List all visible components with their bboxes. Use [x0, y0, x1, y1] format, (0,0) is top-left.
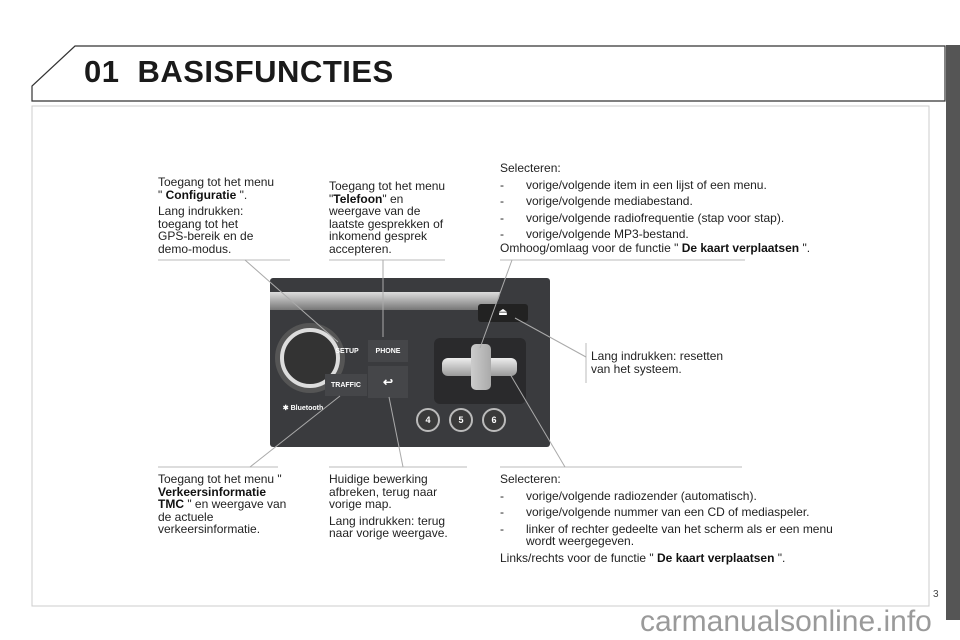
phone-button: PHONE — [368, 340, 408, 362]
chapter-title: BASISFUNCTIES — [137, 54, 394, 89]
preset-6: 6 — [482, 408, 506, 432]
setup-button: SETUP — [335, 347, 359, 355]
eject-icon: ⏏ — [478, 304, 528, 322]
back-icon: ↩ — [368, 366, 408, 398]
chapter-number: 01 — [84, 54, 120, 89]
callout-left-right: Selecteren: -vorige/volgende radiozender… — [500, 472, 833, 565]
callout-phone: Toegang tot het menu "Telefoon" en weerg… — [329, 179, 446, 256]
traffic-button: TRAFFIC — [325, 374, 367, 396]
up-down-button — [471, 344, 491, 390]
bluetooth-label: ✱ Bluetooth — [282, 405, 324, 412]
page-title: 01 BASISFUNCTIES — [84, 54, 412, 90]
callout-back: Huidige bewerking afbreken, terug naar v… — [329, 472, 448, 540]
callout-reset: Lang indrukken: resetten van het systeem… — [591, 349, 724, 376]
preset-5: 5 — [449, 408, 473, 432]
preset-4: 4 — [416, 408, 440, 432]
callout-traffic: Toegang tot het menu " Verkeersinformati… — [158, 472, 287, 536]
page-number: 3 — [933, 589, 939, 600]
callout-setup: Toegang tot het menu" Configuratie ". La… — [158, 175, 275, 256]
watermark: carmanualsonline.info — [640, 605, 932, 638]
callout-up-down: Selecteren: -vorige/volgende item in een… — [500, 161, 811, 255]
radio-unit-illustration: ⏏ SETUP PHONE TRAFFIC ↩ ✱ Bluetooth 4 5 … — [270, 278, 550, 447]
